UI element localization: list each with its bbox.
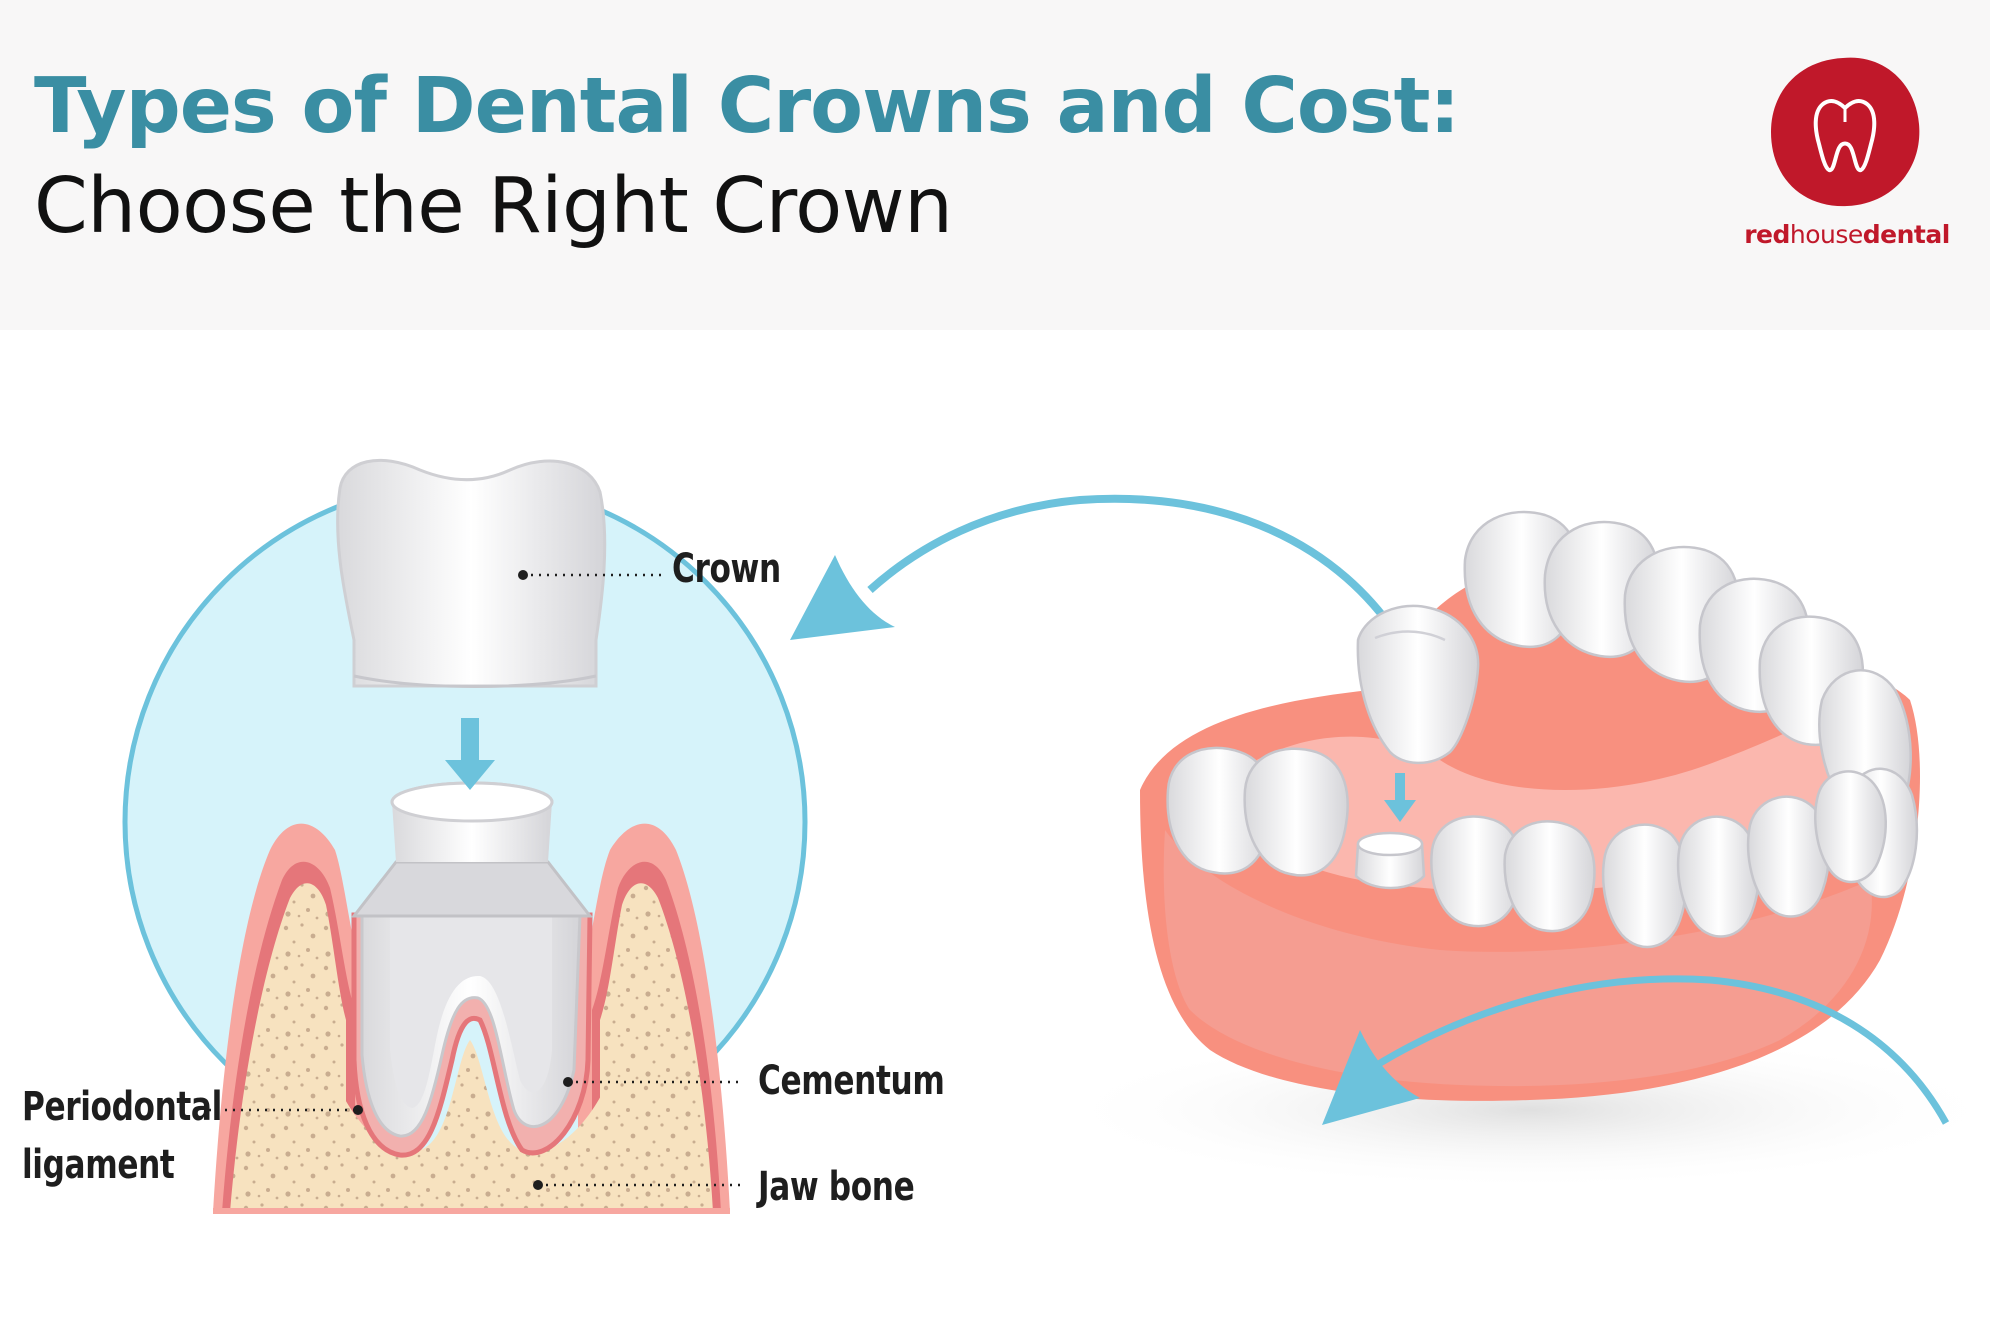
dental-illustration xyxy=(122,458,1990,1214)
lower-jaw-illustration xyxy=(1050,510,1990,1190)
crown-cap xyxy=(336,458,607,688)
cementum-label: Cementum xyxy=(758,1058,945,1104)
periodontal-label-line2: ligament xyxy=(22,1142,175,1188)
header-banner: Types of Dental Crowns and Cost: Choose … xyxy=(0,0,1990,330)
floating-crown xyxy=(1356,604,1480,765)
crown-label: Crown xyxy=(672,546,781,592)
abutment-stump xyxy=(1354,831,1426,890)
curved-arrow-top-icon xyxy=(790,494,1409,651)
brand-name: redhousedental xyxy=(1744,220,1950,249)
arrow-down-small-icon xyxy=(1384,773,1416,822)
illustration-area: Crown Cementum Periodontal ligament Jaw … xyxy=(0,330,1990,1338)
arrow-down-icon xyxy=(445,718,495,790)
page-subtitle: Choose the Right Crown xyxy=(34,162,953,251)
gum-bone-section xyxy=(213,823,730,1214)
jaw-bone-label: Jaw bone xyxy=(758,1164,915,1210)
curved-arrow-bottom-icon xyxy=(1322,975,1950,1125)
tooth-icon xyxy=(1771,57,1920,207)
page-title: Types of Dental Crowns and Cost: xyxy=(34,62,1460,151)
periodontal-label-line1: Periodontal xyxy=(22,1084,222,1130)
tooth-root xyxy=(350,781,594,1158)
